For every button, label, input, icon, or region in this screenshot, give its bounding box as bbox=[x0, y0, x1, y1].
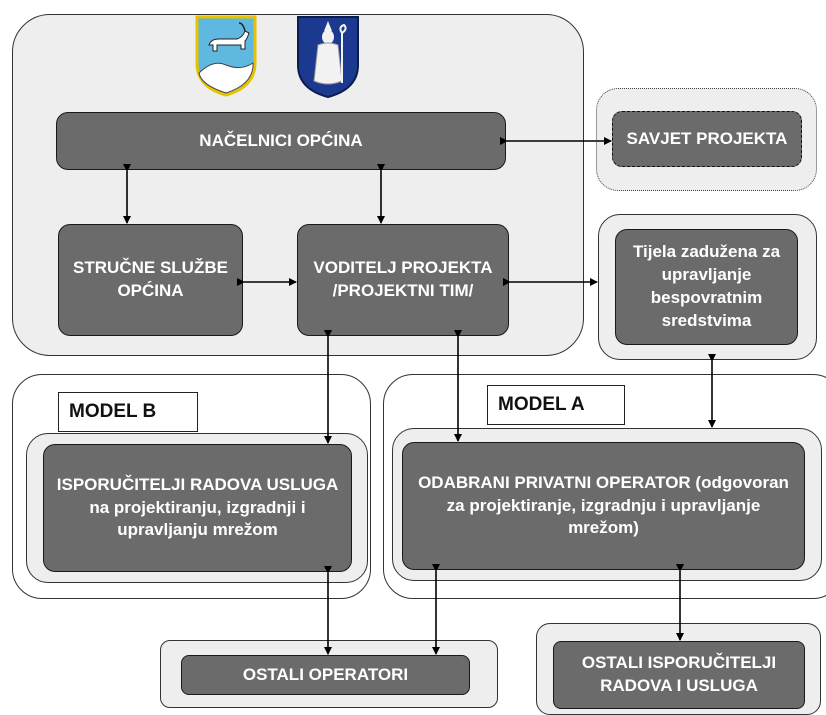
ostali-isporucitelji-box: OSTALI ISPORUČITELJI RADOVA I USLUGA bbox=[553, 641, 805, 709]
strucne-sluzbe-box: STRUČNE SLUŽBE OPĆINA bbox=[58, 224, 243, 336]
bishop-crest-icon bbox=[296, 15, 360, 104]
tijela-box: Tijela zadužena za upravljanje bespovrat… bbox=[615, 229, 798, 345]
odabrani-box: ODABRANI PRIVATNI OPERATOR (odgovoran za… bbox=[402, 442, 805, 570]
nacelnici-box: NAČELNICI OPĆINA bbox=[56, 112, 506, 170]
ostali-operatori-box: OSTALI OPERATORI bbox=[181, 655, 470, 695]
isporucitelji-box: ISPORUČITELJI RADOVA USLUGA na projektir… bbox=[43, 444, 352, 572]
goat-crest-icon bbox=[195, 15, 257, 102]
voditelj-box: VODITELJ PROJEKTA /PROJEKTNI TIM/ bbox=[297, 224, 509, 336]
model-b-label: MODEL B bbox=[58, 392, 198, 432]
model-a-label: MODEL A bbox=[487, 385, 625, 425]
savjet-projekta-box: SAVJET PROJEKTA bbox=[612, 111, 802, 167]
